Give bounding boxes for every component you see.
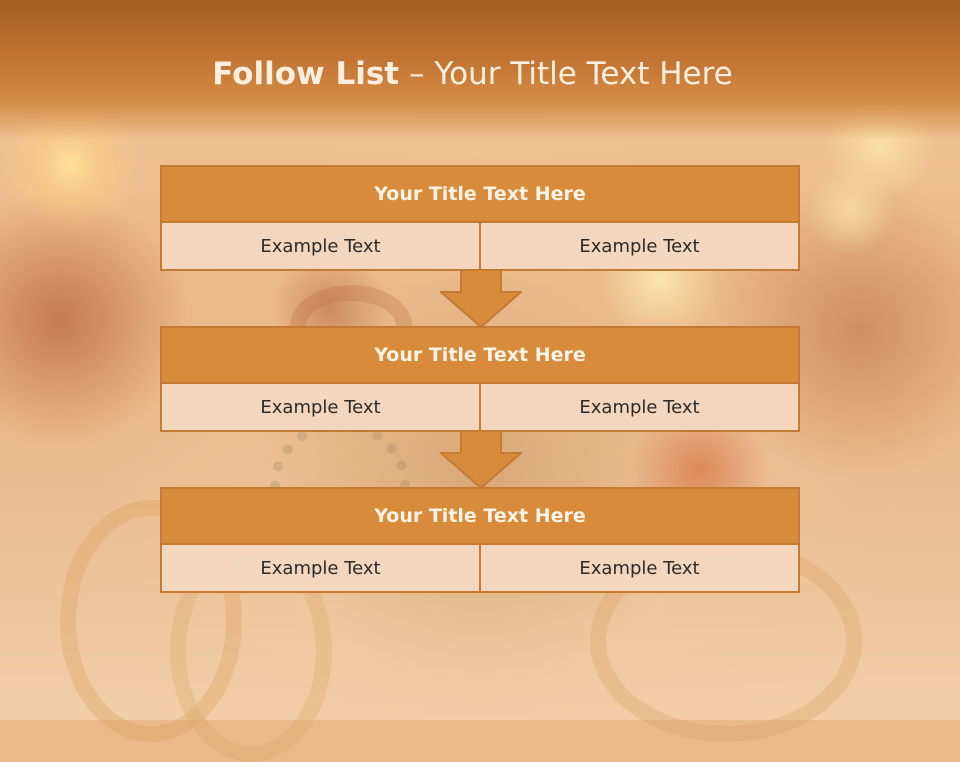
step-card-title: Your Title Text Here (162, 489, 798, 545)
header-bar (0, 0, 960, 140)
step-card-body: Example Text Example Text (162, 223, 798, 269)
step-card-cell-right: Example Text (479, 545, 798, 591)
step-card-title: Your Title Text Here (162, 328, 798, 384)
slide-title: Follow List – Your Title Text Here (0, 56, 945, 92)
down-arrow-icon (440, 270, 522, 328)
slide-title-rest: – Your Title Text Here (399, 56, 733, 92)
step-card-cell-left: Example Text (162, 545, 479, 591)
slide-title-bold: Follow List (212, 56, 400, 92)
step-card-2: Your Title Text Here Example Text Exampl… (160, 326, 800, 432)
step-card-cell-right: Example Text (479, 223, 798, 269)
step-card-title: Your Title Text Here (162, 167, 798, 223)
step-card-body: Example Text Example Text (162, 545, 798, 591)
step-card-3: Your Title Text Here Example Text Exampl… (160, 487, 800, 593)
step-card-cell-left: Example Text (162, 223, 479, 269)
down-arrow-icon (440, 431, 522, 489)
step-card-body: Example Text Example Text (162, 384, 798, 430)
step-card-cell-right: Example Text (479, 384, 798, 430)
step-card-cell-left: Example Text (162, 384, 479, 430)
step-card-1: Your Title Text Here Example Text Exampl… (160, 165, 800, 271)
